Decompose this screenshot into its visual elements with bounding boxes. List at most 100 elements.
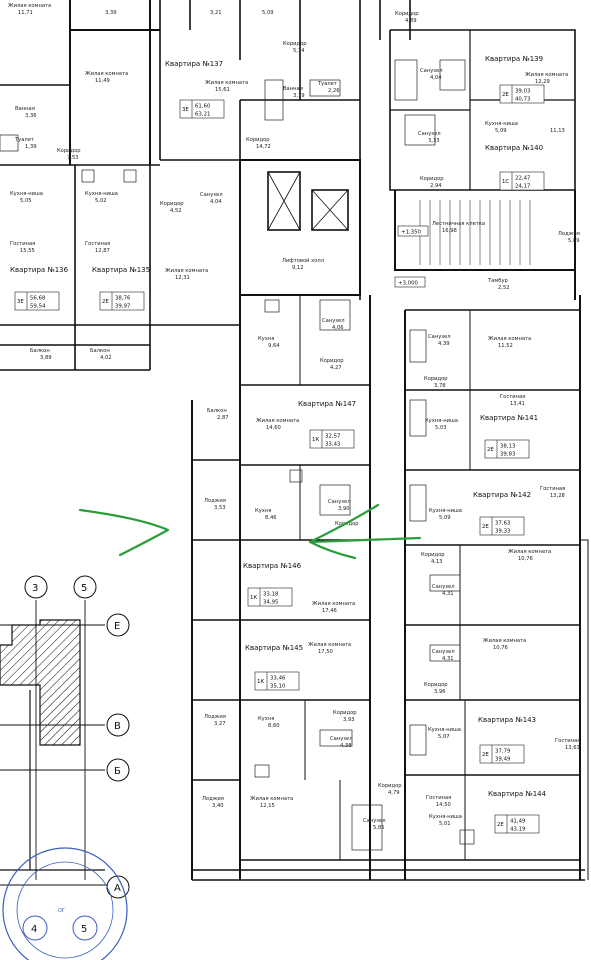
room-label: Лоджия <box>204 714 226 720</box>
fixtures <box>0 59 475 851</box>
apartment-area-total: 40,73 <box>515 97 530 103</box>
room-area: 3,19 <box>293 93 305 99</box>
room-area: 8,46 <box>265 515 277 521</box>
apartment-area-living: 37,63 <box>495 521 510 527</box>
room-area: 5,02 <box>95 198 107 204</box>
room-area: 3,96 <box>434 689 446 695</box>
apartment-area-box <box>179 99 225 119</box>
room-area: 17,46 <box>322 608 337 614</box>
room-area: 5,89 <box>568 238 580 244</box>
room-area: 12,31 <box>175 275 190 281</box>
room-label: Коридор <box>333 710 357 716</box>
apartment-area-box <box>479 516 525 536</box>
room-area: 4,31 <box>442 591 454 597</box>
apartment-name: Квартира №141 <box>480 414 538 422</box>
axis-label-v: В <box>114 721 121 732</box>
axis-label-b: Б <box>114 766 121 777</box>
apartment-name: Квартира №137 <box>165 60 223 68</box>
apartment-type: 1К <box>250 595 257 601</box>
room-label: Санузел <box>432 584 455 590</box>
apartment-type: 2Е <box>497 822 504 828</box>
apartment-area-total: 35,10 <box>270 684 286 690</box>
room-area: 13,63 <box>565 745 580 751</box>
room-area: 5,05 <box>20 198 32 204</box>
stamp-text: ОГ <box>58 908 65 914</box>
room-area: 4,89 <box>405 18 417 24</box>
room-area: 5,09 <box>439 515 451 521</box>
apartment-area-box <box>14 291 60 311</box>
room-area: 3,90 <box>338 506 350 512</box>
room-area: 4,79 <box>388 790 400 796</box>
room-area: 3,33 <box>428 138 440 144</box>
room-area: 2,87 <box>217 415 229 421</box>
room-label: Жилая комната <box>250 796 293 802</box>
room-area: 11,13 <box>550 128 565 134</box>
stamp-axis-4: 4 <box>31 924 37 935</box>
apartment-area-total: 24,17 <box>515 184 530 190</box>
room-label: Жилая комната <box>8 3 51 9</box>
room-label: Кухня-ниша <box>10 191 43 197</box>
room-area: 15,61 <box>215 87 230 93</box>
room-area: 3,39 <box>105 10 117 16</box>
room-label: Туалет <box>14 137 34 143</box>
apartment-area-living: 61,60 <box>195 104 211 110</box>
room-area: 12,29 <box>535 79 550 85</box>
apartment-type: 3Е <box>182 107 189 113</box>
room-area: 8,60 <box>268 723 280 729</box>
room-area: 4,31 <box>442 656 454 662</box>
apartment-area-total: 59,54 <box>30 304 46 310</box>
room-label: Санузел <box>428 334 451 340</box>
stamp-axis-5: 5 <box>81 924 87 935</box>
apartment-type: 2Е <box>482 752 489 758</box>
level-marks: +1,350 +3,000 <box>394 225 429 288</box>
room-label: Лестничная клетка <box>432 221 485 227</box>
room-label: Жилая комната <box>205 80 248 86</box>
room-label: Санузел <box>420 68 443 74</box>
room-label: Кухня-ниша <box>85 191 118 197</box>
official-stamp: 4 5 ОГ <box>2 847 128 960</box>
room-label: Балкон <box>30 348 50 354</box>
room-label: Санузел <box>418 131 441 137</box>
room-area: 12,87 <box>95 248 110 254</box>
room-area: 11,71 <box>18 10 33 16</box>
apartment-name: Квартира №147 <box>298 400 356 408</box>
room-area: 5,09 <box>495 128 507 134</box>
room-label: Жилая комната <box>308 642 351 648</box>
room-area: 3,93 <box>343 717 355 723</box>
room-label: Гостиная <box>10 241 35 247</box>
room-label: Санузел <box>200 192 223 198</box>
apartment-type: 3Е <box>17 299 24 305</box>
room-area: 1,39 <box>25 144 37 150</box>
apartment-type: 1С <box>502 179 509 185</box>
room-label: Кухня-ниша <box>425 418 458 424</box>
room-label: Коридор <box>420 176 444 182</box>
apartment-type: 1К <box>312 437 319 443</box>
room-area: 3,21 <box>210 10 222 16</box>
room-label: Жилая комната <box>525 72 568 78</box>
room-label: Санузел <box>328 499 351 505</box>
room-label: Лоджия <box>202 796 224 802</box>
room-label: Туалет <box>317 81 337 87</box>
room-label: Коридор <box>246 137 270 143</box>
apartment-area-box <box>99 291 145 311</box>
apartment-area-total: 43,19 <box>510 827 526 833</box>
level-1: +1,350 <box>401 230 422 236</box>
room-area: 4,04 <box>430 75 442 81</box>
apartment-area-living: 41,49 <box>510 819 526 825</box>
room-area: 4,38 <box>340 743 352 749</box>
apartment-area-total: 39,33 <box>495 529 510 535</box>
room-area: 5,14 <box>293 48 305 54</box>
room-label: Кухня <box>258 716 274 722</box>
room-label: Жилая комната <box>85 71 128 77</box>
room-label: Балкон <box>90 348 110 354</box>
room-area: 4,27 <box>330 365 342 371</box>
green-arrow-center <box>308 503 422 560</box>
apartment-area-living: 33,46 <box>270 676 286 682</box>
axis-label-3: 3 <box>32 583 38 594</box>
room-label: Санузел <box>322 318 345 324</box>
green-arrow-left <box>78 508 170 557</box>
room-area: 3,78 <box>434 383 446 389</box>
